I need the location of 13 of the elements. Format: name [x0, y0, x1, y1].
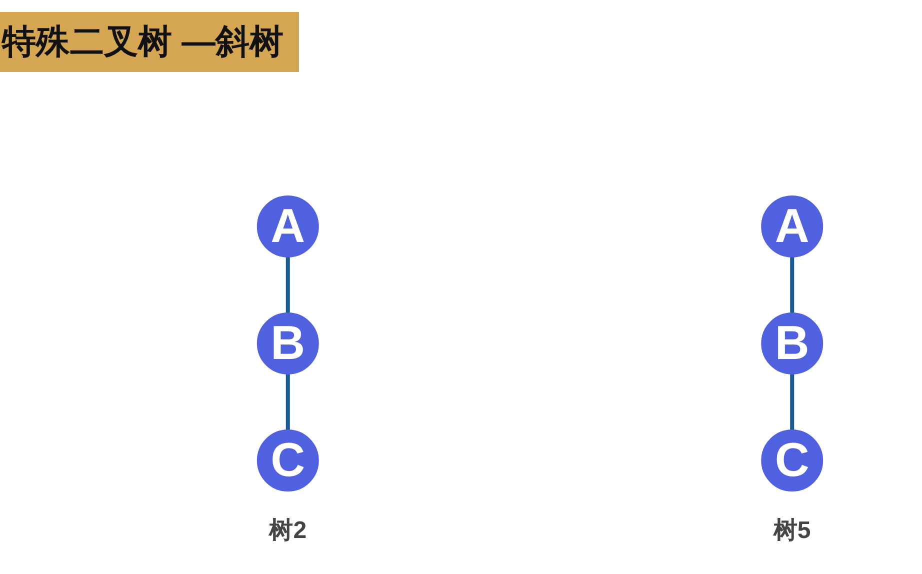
node-circle: A: [761, 195, 824, 258]
tree-caption: 树5: [773, 516, 811, 546]
node-circle: A: [256, 195, 319, 258]
node-circle: C: [256, 430, 319, 492]
connector: [286, 374, 290, 430]
node-circle: C: [761, 430, 824, 492]
title-heading: 特殊二叉树 —斜树: [0, 12, 300, 72]
connector: [790, 256, 794, 314]
node-circle: B: [761, 312, 824, 374]
node-circle: B: [256, 312, 319, 374]
tree-caption: 树2: [269, 516, 307, 546]
connector: [790, 374, 794, 430]
connector: [286, 256, 290, 314]
